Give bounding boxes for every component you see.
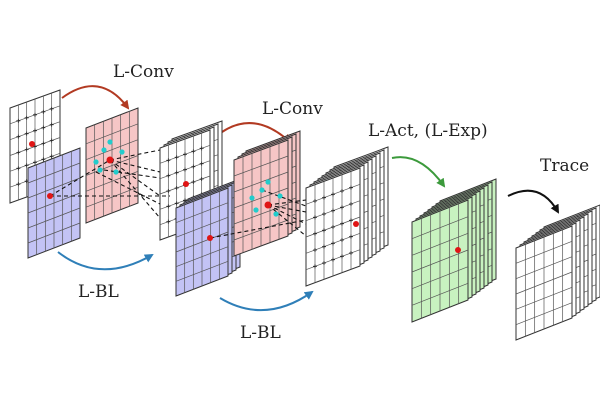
neighbor-dot [253, 207, 259, 213]
connection-line [109, 159, 161, 219]
neighbor-dot [97, 167, 103, 173]
l-bl-label-1: L-BL [78, 282, 119, 302]
site-dot [183, 181, 189, 187]
site-dot [353, 221, 359, 227]
neighbor-dot [249, 195, 255, 201]
neighbor-dot [93, 159, 99, 165]
activation-stack-green-sheet [411, 199, 469, 323]
l-conv-label-2: L-Conv [262, 99, 323, 119]
neighbor-dot [113, 169, 119, 175]
hidden-stack-purple-sheet [175, 187, 229, 297]
l-act-label: L-Act, (L-Exp) [368, 121, 488, 141]
hidden-stack-white-2 [305, 146, 389, 287]
neighbor-dot [265, 179, 271, 185]
conv-kernel-stack-2 [233, 130, 301, 257]
connection-line [267, 204, 307, 225]
l-bl-arrow-1 [57, 251, 154, 271]
connection-line [109, 159, 161, 173]
l-bl-arrow-2 [219, 290, 314, 312]
connection-line [95, 171, 161, 205]
neighbor-dot [277, 193, 283, 199]
trace-arrow [507, 189, 559, 214]
l-act-arrow [391, 156, 446, 188]
site-dot [264, 201, 272, 209]
connection-line [209, 219, 307, 239]
neighbor-dot [107, 139, 113, 145]
site-dot [455, 247, 461, 253]
site-dot [29, 141, 35, 147]
hidden-stack-white-2-sheet [305, 167, 361, 287]
layer-stacks [9, 89, 600, 341]
connection-line [267, 204, 307, 237]
neighbor-dot [259, 187, 265, 193]
connection-line [109, 149, 161, 161]
activation-stack-green [411, 178, 497, 323]
connection-line [103, 169, 161, 179]
trace-output-stack-sheet [515, 225, 573, 341]
conv-kernel-sheet-1 [85, 107, 139, 224]
site-dots [29, 139, 461, 253]
site-dot [106, 156, 114, 164]
l-conv-arrow-1 [61, 85, 130, 110]
trace-output-stack [515, 204, 600, 341]
input-sheet-purple [27, 147, 81, 259]
connection-line [267, 199, 307, 206]
connection-line [49, 159, 111, 197]
site-dot [207, 235, 213, 241]
site-dot [47, 193, 53, 199]
connection-lines [49, 149, 307, 239]
neighbor-dot [273, 211, 279, 217]
connection-line [109, 159, 161, 197]
connection-line [261, 189, 307, 207]
l-bl-label-2: L-BL [240, 323, 281, 343]
hidden-stack-purple [175, 178, 241, 297]
neighbor-dot [101, 147, 107, 153]
conv-kernel-stack-2-sheet [233, 139, 289, 257]
l-conv-label-1: L-Conv [113, 62, 174, 82]
neighbor-dot [119, 149, 125, 155]
trace-label: Trace [540, 156, 590, 176]
